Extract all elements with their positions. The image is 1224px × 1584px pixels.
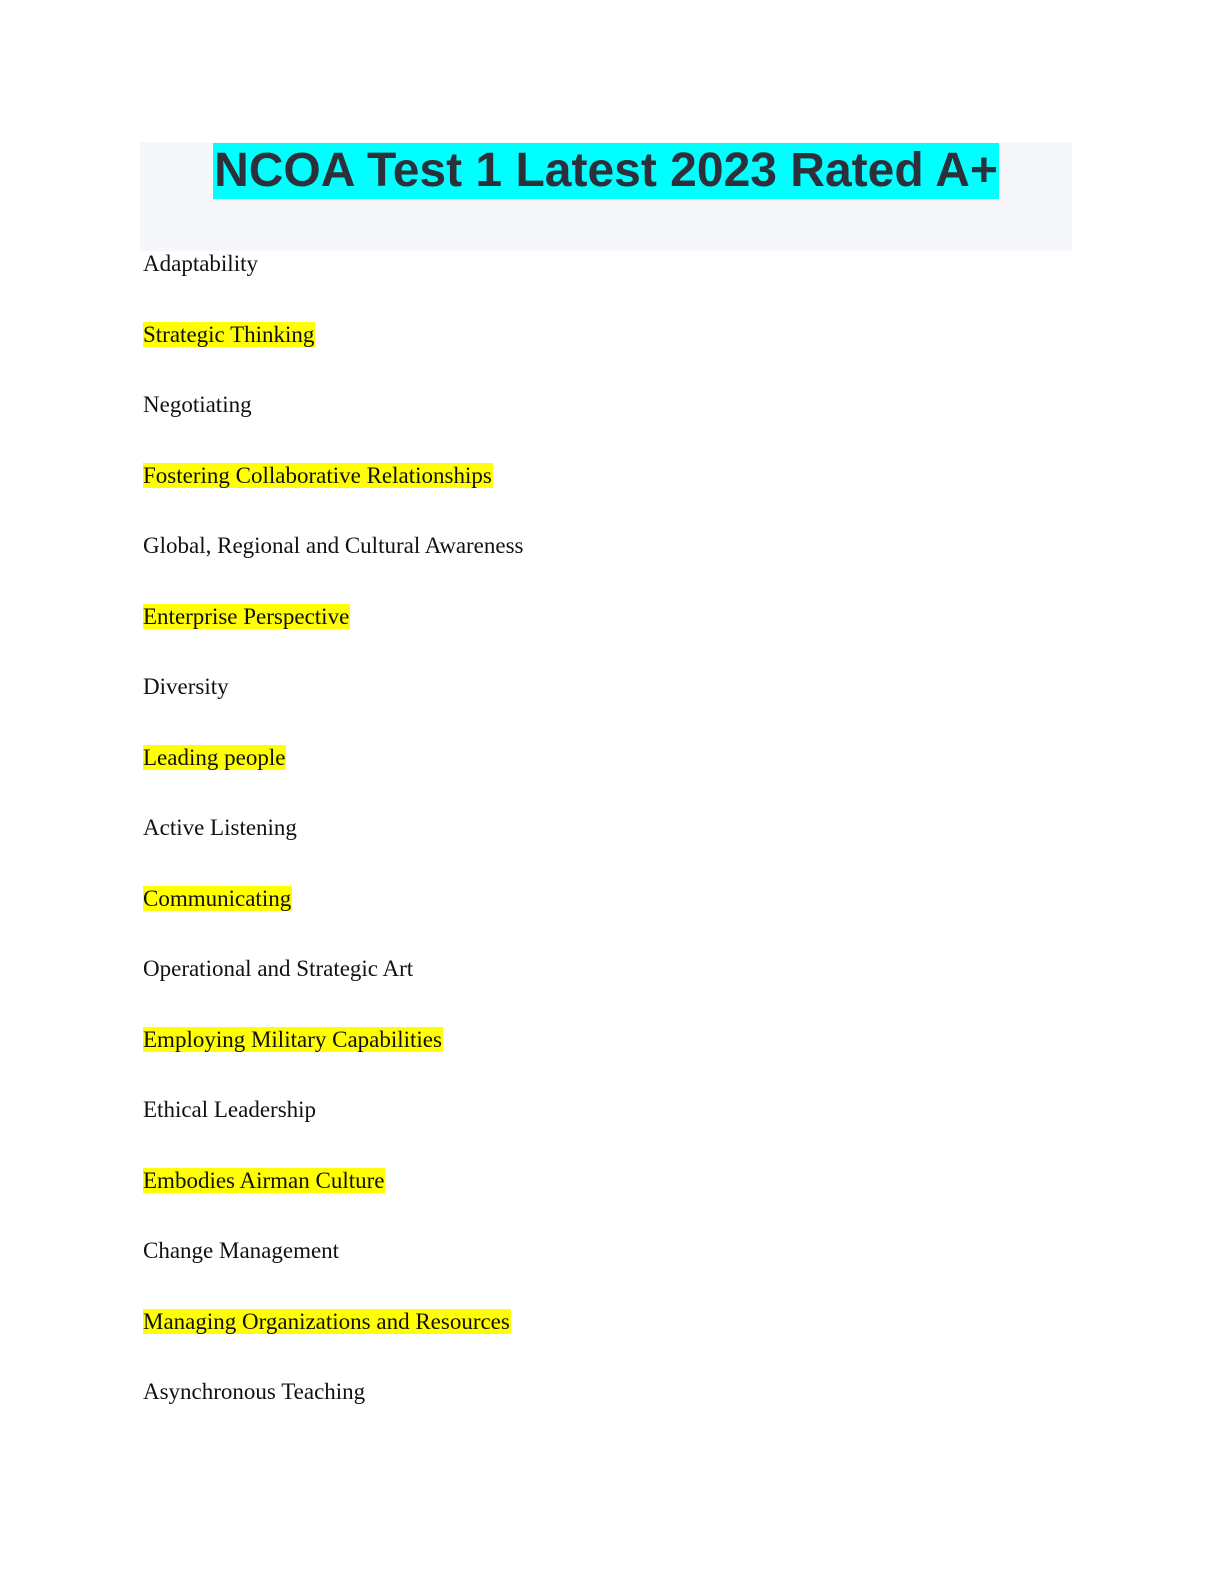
term-text: Embodies Airman Culture (143, 1167, 386, 1193)
term-text: Ethical Leadership (143, 1097, 317, 1122)
term-text: Asynchronous Teaching (143, 1379, 366, 1404)
list-item: Managing Organizations and Resources (143, 1308, 525, 1379)
term-text: Managing Organizations and Resources (143, 1308, 511, 1334)
term-text: Diversity (143, 674, 229, 699)
list-item: Fostering Collaborative Relationships (143, 462, 525, 533)
list-item: Change Management (143, 1237, 525, 1308)
list-item: Adaptability (143, 250, 525, 321)
term-text: Change Management (143, 1238, 340, 1263)
term-text: Global, Regional and Cultural Awareness (143, 533, 524, 558)
term-text: Leading people (143, 744, 287, 770)
list-item: Enterprise Perspective (143, 603, 525, 674)
list-item: Leading people (143, 744, 525, 815)
list-item: Ethical Leadership (143, 1096, 525, 1167)
term-text: Fostering Collaborative Relationships (143, 462, 493, 488)
term-text: Communicating (143, 885, 293, 911)
list-item: Diversity (143, 673, 525, 744)
page-title: NCOA Test 1 Latest 2023 Rated A+ (213, 143, 999, 199)
title-band: NCOA Test 1 Latest 2023 Rated A+ (140, 142, 1072, 251)
list-item: Asynchronous Teaching (143, 1378, 525, 1449)
list-item: Global, Regional and Cultural Awareness (143, 532, 525, 603)
term-list: Adaptability Strategic Thinking Negotiat… (143, 250, 525, 1449)
list-item: Embodies Airman Culture (143, 1167, 525, 1238)
list-item: Active Listening (143, 814, 525, 885)
title-wrap: NCOA Test 1 Latest 2023 Rated A+ (140, 142, 1072, 200)
list-item: Employing Military Capabilities (143, 1026, 525, 1097)
list-item: Negotiating (143, 391, 525, 462)
term-text: Enterprise Perspective (143, 603, 351, 629)
term-text: Adaptability (143, 251, 258, 276)
term-text: Strategic Thinking (143, 321, 316, 347)
list-item: Operational and Strategic Art (143, 955, 525, 1026)
term-text: Active Listening (143, 815, 297, 840)
list-item: Communicating (143, 885, 525, 956)
term-text: Employing Military Capabilities (143, 1026, 443, 1052)
list-item: Strategic Thinking (143, 321, 525, 392)
term-text: Negotiating (143, 392, 252, 417)
term-text: Operational and Strategic Art (143, 956, 414, 981)
